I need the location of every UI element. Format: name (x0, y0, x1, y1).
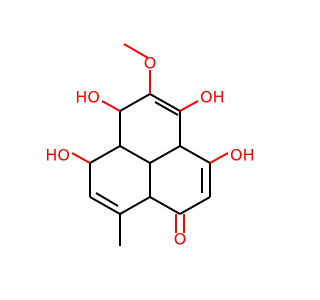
ketone-oxygen-label: O (174, 230, 187, 249)
bond (95, 192, 119, 207)
atom-labels: O HO OH HO OH O (45, 54, 254, 249)
carbon-skeleton (89, 93, 211, 246)
structure-diagram: O HO OH HO OH O (45, 43, 255, 249)
oh-c7-bond (71, 152, 91, 164)
oh-c3-bond (209, 152, 229, 164)
hydroxyl-label: HO (45, 146, 70, 165)
bond (119, 93, 151, 112)
bond (179, 196, 211, 215)
bond (119, 196, 151, 215)
hydroxyl-label: OH (230, 146, 255, 165)
bond (119, 145, 151, 164)
heteroatom-bonds (71, 43, 229, 233)
bond (149, 145, 181, 164)
oh-c6-bond (101, 100, 121, 112)
methoxy-o-methyl-bond (123, 43, 149, 59)
bond (179, 145, 211, 164)
bond (89, 196, 121, 215)
hydroxyl-label: HO (75, 88, 100, 107)
bond (149, 93, 181, 112)
oh-c4-bond (179, 100, 199, 112)
bond (89, 145, 121, 164)
methoxy-oxygen-label: O (144, 54, 157, 73)
bond (154, 101, 179, 116)
hydroxyl-label: OH (200, 88, 225, 107)
bond (149, 196, 181, 215)
